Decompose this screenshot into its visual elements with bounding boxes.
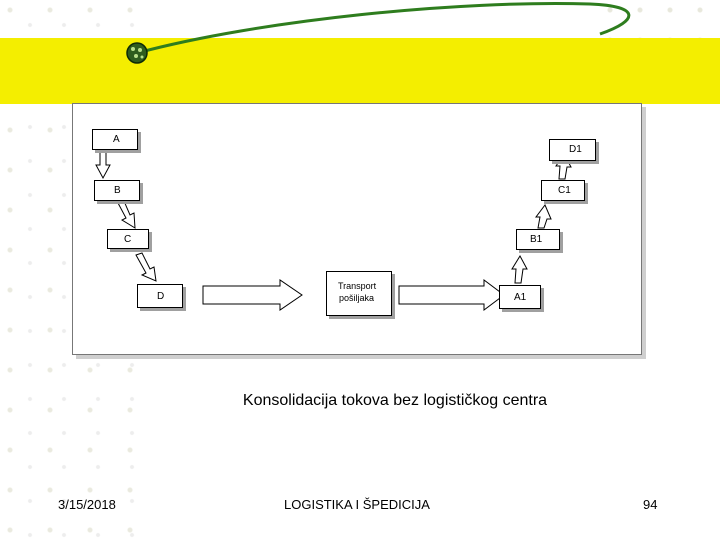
node-d1-label: D1 xyxy=(569,144,582,155)
node-b: B xyxy=(94,180,140,201)
node-a1: A1 xyxy=(499,285,541,309)
node-a: A xyxy=(92,129,138,150)
globe-icon xyxy=(126,42,148,64)
footer-title: LOGISTIKA I ŠPEDICIJA xyxy=(284,497,430,512)
node-c: C xyxy=(107,229,149,249)
diagram-caption: Konsolidacija tokova bez logističkog cen… xyxy=(242,392,548,409)
node-c-label: C xyxy=(124,234,132,245)
arrow-transport-to-a1 xyxy=(398,279,505,311)
transport-label-line2: pošiljaka xyxy=(339,293,375,303)
node-c1: C1 xyxy=(541,180,585,201)
node-a1-label: A1 xyxy=(514,292,527,303)
arrow-c-to-d xyxy=(135,252,157,282)
node-d1: D1 xyxy=(549,139,596,161)
arrow-d-to-transport xyxy=(202,279,303,311)
node-d: D xyxy=(137,284,183,308)
arrow-a-to-b xyxy=(95,150,111,180)
arrow-b1-to-c1 xyxy=(535,204,552,229)
transport-label-line1: Transport xyxy=(338,281,377,291)
diagram-arrows xyxy=(95,150,572,311)
node-d-label: D xyxy=(157,291,165,302)
node-b1: B1 xyxy=(516,229,560,250)
footer-date: 3/15/2018 xyxy=(58,497,116,512)
node-b-label: B xyxy=(114,185,121,196)
arrow-a1-to-b1 xyxy=(511,254,528,284)
decorative-swoosh xyxy=(126,1,631,64)
node-b1-label: B1 xyxy=(530,234,543,245)
node-a-label: A xyxy=(113,134,120,145)
node-transport: Transport pošiljaka xyxy=(326,271,392,316)
header-band xyxy=(0,38,720,104)
page-number: 94 xyxy=(643,497,658,512)
arrow-b-to-c xyxy=(117,200,136,229)
node-c1-label: C1 xyxy=(558,185,571,196)
